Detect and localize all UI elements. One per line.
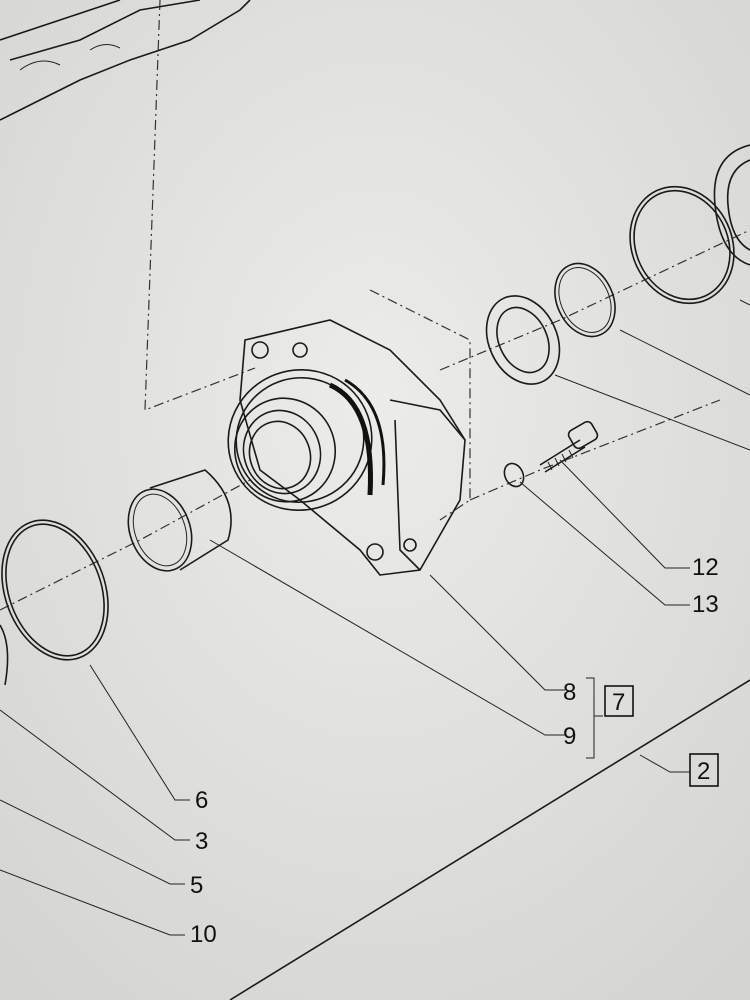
- callout-8: 8: [563, 679, 576, 706]
- part-housing: [227, 319, 466, 576]
- part-bushing: [127, 469, 232, 572]
- part-seal-ring-large: [629, 185, 735, 305]
- casting-fragment: [0, 0, 251, 121]
- callout-9: 9: [563, 723, 576, 750]
- part-screw: [539, 420, 599, 473]
- callout-2: 2: [697, 758, 710, 785]
- callout-3: 3: [195, 828, 208, 855]
- part-snap-ring: [554, 262, 616, 338]
- part-bearing-edge: [713, 144, 750, 266]
- callout-box-7: [604, 685, 634, 717]
- part-small-o-ring: [503, 462, 525, 488]
- callout-7: 7: [612, 689, 625, 716]
- callout-13: 13: [692, 591, 719, 618]
- callout-box-2: [689, 753, 719, 787]
- part-ring-edge: [0, 624, 9, 686]
- callout-10: 10: [190, 921, 217, 948]
- part-thrust-washer: [485, 295, 561, 385]
- callout-12: 12: [692, 554, 719, 581]
- callout-5: 5: [190, 872, 203, 899]
- part-o-ring-left: [1, 519, 109, 661]
- leader-lines: [0, 299, 750, 1000]
- callout-6: 6: [195, 787, 208, 814]
